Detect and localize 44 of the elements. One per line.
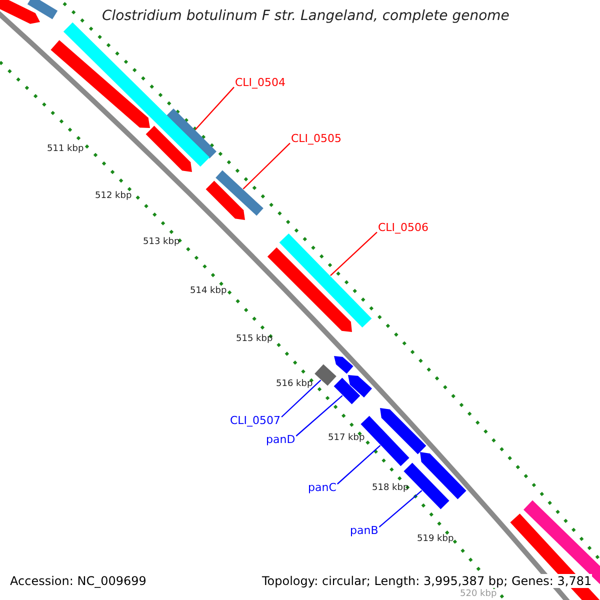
leader-line [242, 142, 290, 190]
scale-label: 513 kbp [143, 237, 180, 248]
leader-line [194, 86, 234, 130]
gene-feature [206, 180, 245, 220]
scale-label: 516 kbp [276, 379, 313, 390]
gene-label: panC [308, 481, 336, 494]
genome-info: Topology: circular; Length: 3,995,387 bp; Genes: 3,781 [262, 574, 592, 588]
gene-label: panB [350, 524, 378, 538]
gene-feature [0, 0, 40, 24]
scale-label: 511 kbp [47, 144, 84, 155]
title: Clostridium botulinum F str. Langeland, complete genome [102, 8, 510, 25]
leader-line [296, 395, 343, 436]
scale-label: 520 kbp [460, 589, 497, 600]
gene-feature [166, 108, 216, 158]
gene-feature [216, 170, 264, 216]
gene-feature [314, 364, 336, 386]
leader-line [378, 490, 422, 528]
gene-feature [27, 0, 58, 20]
gene-feature [63, 22, 210, 167]
gene-feature [50, 40, 150, 128]
leader-line [336, 445, 381, 484]
gene-feature [348, 375, 372, 398]
gene-feature [380, 408, 426, 454]
gene-feature [279, 234, 372, 328]
leader-line [330, 232, 378, 276]
scale-label: 514 kbp [190, 286, 227, 297]
scale-label: 519 kbp [417, 534, 454, 545]
gene-label: CLI_0505 [291, 132, 342, 146]
gene-feature [267, 247, 352, 332]
gene-feature [334, 378, 360, 404]
gene-label: panD [266, 433, 296, 446]
gene-label: CLI_0507 [230, 414, 281, 428]
scale-label: 512 kbp [95, 191, 132, 202]
gene-label: CLI_0506 [378, 221, 429, 234]
scale-label: 515 kbp [236, 334, 273, 345]
gene-label: CLI_0504 [235, 76, 286, 90]
gene-feature [146, 126, 192, 172]
scale-label: 518 kbp [372, 483, 409, 494]
scale-label: 517 kbp [328, 433, 365, 444]
gene-feature [510, 514, 600, 600]
genome-info: Accession: NC_009699 [10, 574, 146, 588]
leader-line [281, 380, 322, 418]
gene-feature [420, 452, 466, 500]
gene-feature [334, 356, 354, 374]
